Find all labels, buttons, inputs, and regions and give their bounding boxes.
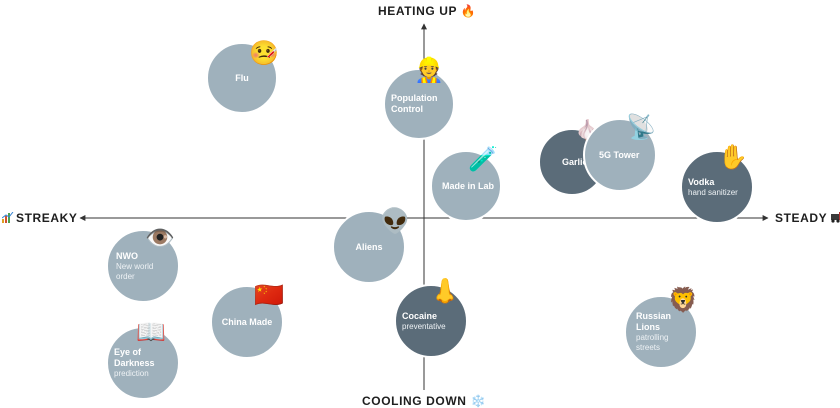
bubble-subtitle: hand sanitizer [688,187,738,197]
bubble-title: Russian Lions [636,311,672,332]
bubble-nwo: NWO New world order [106,229,180,303]
axis-label-left: STREAKY [16,211,78,225]
satellite-dish-icon: 📡 [626,113,656,141]
bubble-title: Aliens [355,241,383,252]
bubble-made-in-lab: Made in Lab [430,150,502,222]
bubble-title: Eye of Darkness [114,347,155,368]
bubble-subtitle: patrolling streets [636,333,669,352]
bubble-title: Garlic [562,156,588,167]
bubble-title: Flu [235,72,249,83]
bubble-china-made: China Made [210,285,284,359]
bubble-population-control: Population Control [383,68,455,140]
workers-icon: 👷 [414,56,444,84]
raised-hand-icon: ✋ [718,143,748,171]
nose-icon: 👃 [430,277,460,305]
bubble-subtitle: preventative [402,321,446,331]
alien-icon: 👽 [380,207,410,235]
book-icon: 📖 [136,318,166,346]
bubble-subtitle: prediction [114,369,149,378]
axis-label-left-group: STREAKY [1,211,78,225]
bubble-title: Vodka [688,176,715,187]
axis-label-right-group: STEADY [775,211,840,225]
axis-label-top: HEATING UP 🔥 [378,4,477,18]
china-flag-icon: 🇨🇳 [254,281,284,309]
axis-label-bottom: COOLING DOWN ❄️ [362,394,486,408]
bubble-flu: Flu [206,42,278,114]
bubble-title: 5G Tower [599,149,640,160]
bubble-vodka: Vodka hand sanitizer [680,150,754,224]
sick-face-icon: 🤒 [249,39,279,67]
bubble-aliens: Aliens [332,210,406,284]
bubble-cocaine: Cocaine preventative [394,284,468,358]
bubble-title: Population Control [391,93,438,114]
axis-label-right: STEADY [775,211,828,225]
train-icon [831,212,840,223]
lion-icon: 🦁 [668,286,698,314]
bubble-title: Made in Lab [442,180,495,191]
bubble-title: Cocaine [402,310,438,321]
chart-icon [1,211,14,223]
bubble-5g-tower: 5G Tower [583,118,657,192]
eye-icon: 👁️ [145,224,175,252]
bubble-title: NWO [116,250,138,261]
test-tube-icon: 🧪 [468,145,498,173]
bubble-eye-of-darkness: Eye of Darkness prediction [106,326,180,400]
bubble-subtitle: New world order [116,261,154,281]
bubble-russian-lions: Russian Lions patrolling streets [624,295,698,369]
bubble-title: China Made [221,316,273,327]
